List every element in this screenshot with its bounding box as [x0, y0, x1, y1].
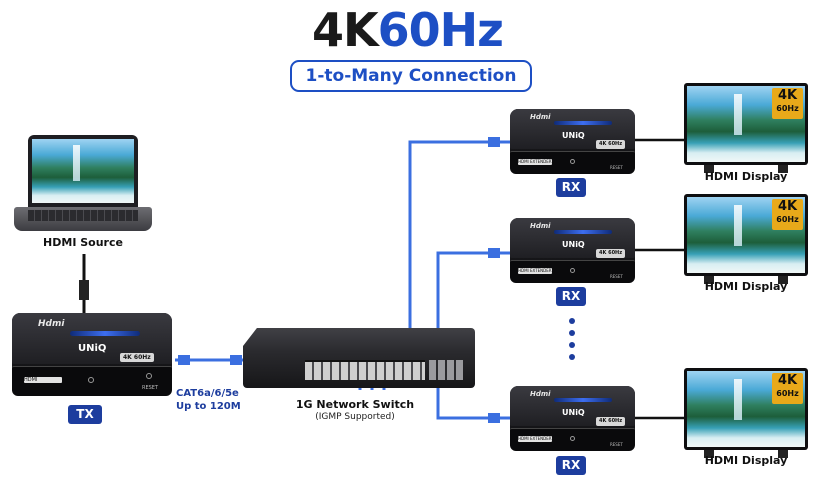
- rx1-reset: RESET: [610, 165, 623, 170]
- display2-stand-left: [704, 276, 714, 284]
- rx1-led: [570, 159, 575, 164]
- landscape-image: [32, 139, 134, 203]
- rj45-plug-switch: [230, 355, 242, 365]
- switch-ports: [305, 360, 425, 380]
- cable-label: CAT6a/6/5e Up to 120M: [176, 387, 246, 413]
- rx-device-1: Hdmi UNiQ 4K 60Hz HDMI EXTENDER RX RESET: [510, 109, 635, 174]
- tx-badge: 4K 60Hz: [120, 353, 154, 362]
- subtitle-box: 1-to-Many Connection: [290, 60, 532, 92]
- laptop-base: [14, 207, 152, 231]
- rj45-plug-rx1: [488, 137, 500, 147]
- tx-hdmi-logo: Hdmi: [38, 319, 65, 329]
- rx1-swirl: [554, 121, 612, 125]
- rx2-hdmi-logo: Hdmi: [530, 222, 551, 230]
- page-title: 4K60Hz: [0, 2, 815, 58]
- rx-device-3: Hdmi UNiQ 4K 60Hz HDMI EXTENDER RX RESET: [510, 386, 635, 451]
- tx-tag: TX: [68, 405, 102, 424]
- display-label-1: HDMI Display: [704, 170, 788, 183]
- rx3-brand: UNiQ: [562, 408, 585, 417]
- rx2-reset: RESET: [610, 274, 623, 279]
- tx-brand: UNiQ: [78, 343, 107, 354]
- cable-type: CAT6a/6/5e: [176, 388, 239, 399]
- display2-res-hz: 60Hz: [776, 215, 799, 224]
- rx1-brand: UNiQ: [562, 131, 585, 140]
- network-cable-rx1: [408, 140, 510, 372]
- tx-reset: RESET: [142, 385, 159, 391]
- display1-res-hz: 60Hz: [776, 104, 799, 113]
- display3-res-hz: 60Hz: [776, 389, 799, 398]
- tx-led-1: [88, 377, 94, 383]
- display2-res-4k: 4K: [777, 199, 798, 214]
- rx3-strip: HDMI EXTENDER RX: [518, 436, 552, 442]
- tx-led-2: [146, 373, 152, 379]
- network-switch: [243, 328, 475, 388]
- rx2-led: [570, 268, 575, 273]
- display1-res-4k: 4K: [777, 88, 798, 103]
- more-dot-2: [569, 330, 575, 336]
- network-cable-rx3: [436, 375, 510, 420]
- rj45-plug-tx: [178, 355, 190, 365]
- rx-tag-1: RX: [556, 178, 586, 197]
- switch-sfp-ports: [429, 360, 463, 380]
- laptop-keyboard: [28, 210, 138, 221]
- rj45-plug-rx3: [488, 413, 500, 423]
- rx-tag-3: RX: [556, 456, 586, 475]
- display1-res-badge: 4K 60Hz: [772, 88, 803, 119]
- rx-tag-2: RX: [556, 287, 586, 306]
- display1-stand-right: [778, 165, 788, 173]
- hdmi-plug-source: [79, 280, 89, 300]
- cable-distance: Up to 120M: [176, 401, 241, 412]
- hdmi-display-1: 4K 60Hz: [684, 83, 808, 173]
- hdmi-display-3: 4K 60Hz: [684, 368, 808, 458]
- display2-stand-right: [778, 276, 788, 284]
- title-60hz: 60Hz: [377, 3, 504, 57]
- source-label: HDMI Source: [43, 236, 123, 249]
- rx2-badge: 4K 60Hz: [596, 249, 626, 258]
- hdmi-display-2: 4K 60Hz: [684, 194, 808, 284]
- rx3-badge: 4K 60Hz: [596, 417, 626, 426]
- switch-sublabel: (IGMP Supported): [315, 412, 395, 422]
- rx1-badge: 4K 60Hz: [596, 140, 626, 149]
- rx1-hdmi-logo: Hdmi: [530, 113, 551, 121]
- display3-stand-right: [778, 450, 788, 458]
- tx-strip: HDMI EXTENDER TX: [24, 377, 62, 383]
- more-dot-3: [569, 342, 575, 348]
- display-label-2: HDMI Display: [704, 280, 788, 293]
- rj45-plug-rx2: [488, 248, 500, 258]
- rx3-led: [570, 436, 575, 441]
- display-label-3: HDMI Display: [704, 454, 788, 467]
- tx-device: Hdmi UNiQ 4K 60Hz HDMI EXTENDER TX RESET: [12, 313, 172, 396]
- display3-stand-left: [704, 450, 714, 458]
- laptop-screen: [28, 135, 138, 207]
- tx-swirl: [70, 331, 140, 336]
- rx1-strip: HDMI EXTENDER RX: [518, 159, 552, 165]
- display3-res-badge: 4K 60Hz: [772, 373, 803, 404]
- rx2-strip: HDMI EXTENDER RX: [518, 268, 552, 274]
- rx3-swirl: [554, 398, 612, 402]
- switch-label: 1G Network Switch: [295, 398, 415, 411]
- more-dot-1: [569, 318, 575, 324]
- display1-stand-left: [704, 165, 714, 173]
- display2-res-badge: 4K 60Hz: [772, 199, 803, 230]
- rx3-hdmi-logo: Hdmi: [530, 390, 551, 398]
- title-4k: 4K: [312, 3, 379, 57]
- rx2-brand: UNiQ: [562, 240, 585, 249]
- rx3-reset: RESET: [610, 442, 623, 447]
- more-dot-4: [569, 354, 575, 360]
- display3-res-4k: 4K: [777, 373, 798, 388]
- rx2-swirl: [554, 230, 612, 234]
- rx-device-2: Hdmi UNiQ 4K 60Hz HDMI EXTENDER RX RESET: [510, 218, 635, 283]
